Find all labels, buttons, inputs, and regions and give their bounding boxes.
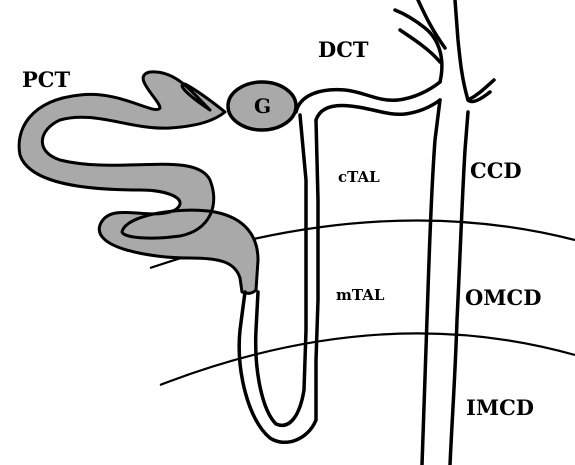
imcd-label: IMCD xyxy=(466,395,534,420)
collecting-duct-left-wall xyxy=(395,10,442,465)
ctal-label: cTAL xyxy=(338,168,380,186)
outer-inner-medulla-boundary xyxy=(160,333,575,385)
dct-label: DCT xyxy=(318,37,369,62)
glomerulus-label: G xyxy=(254,94,271,118)
pct-label: PCT xyxy=(22,67,71,92)
proximal-convoluted-tubule xyxy=(19,72,258,293)
loop-of-henle-inner xyxy=(256,115,306,425)
mtal-label: mTAL xyxy=(336,286,385,304)
ccd-label: CCD xyxy=(470,158,522,183)
distal-convoluted-tubule-lower xyxy=(316,100,440,120)
omcd-label: OMCD xyxy=(465,285,541,310)
